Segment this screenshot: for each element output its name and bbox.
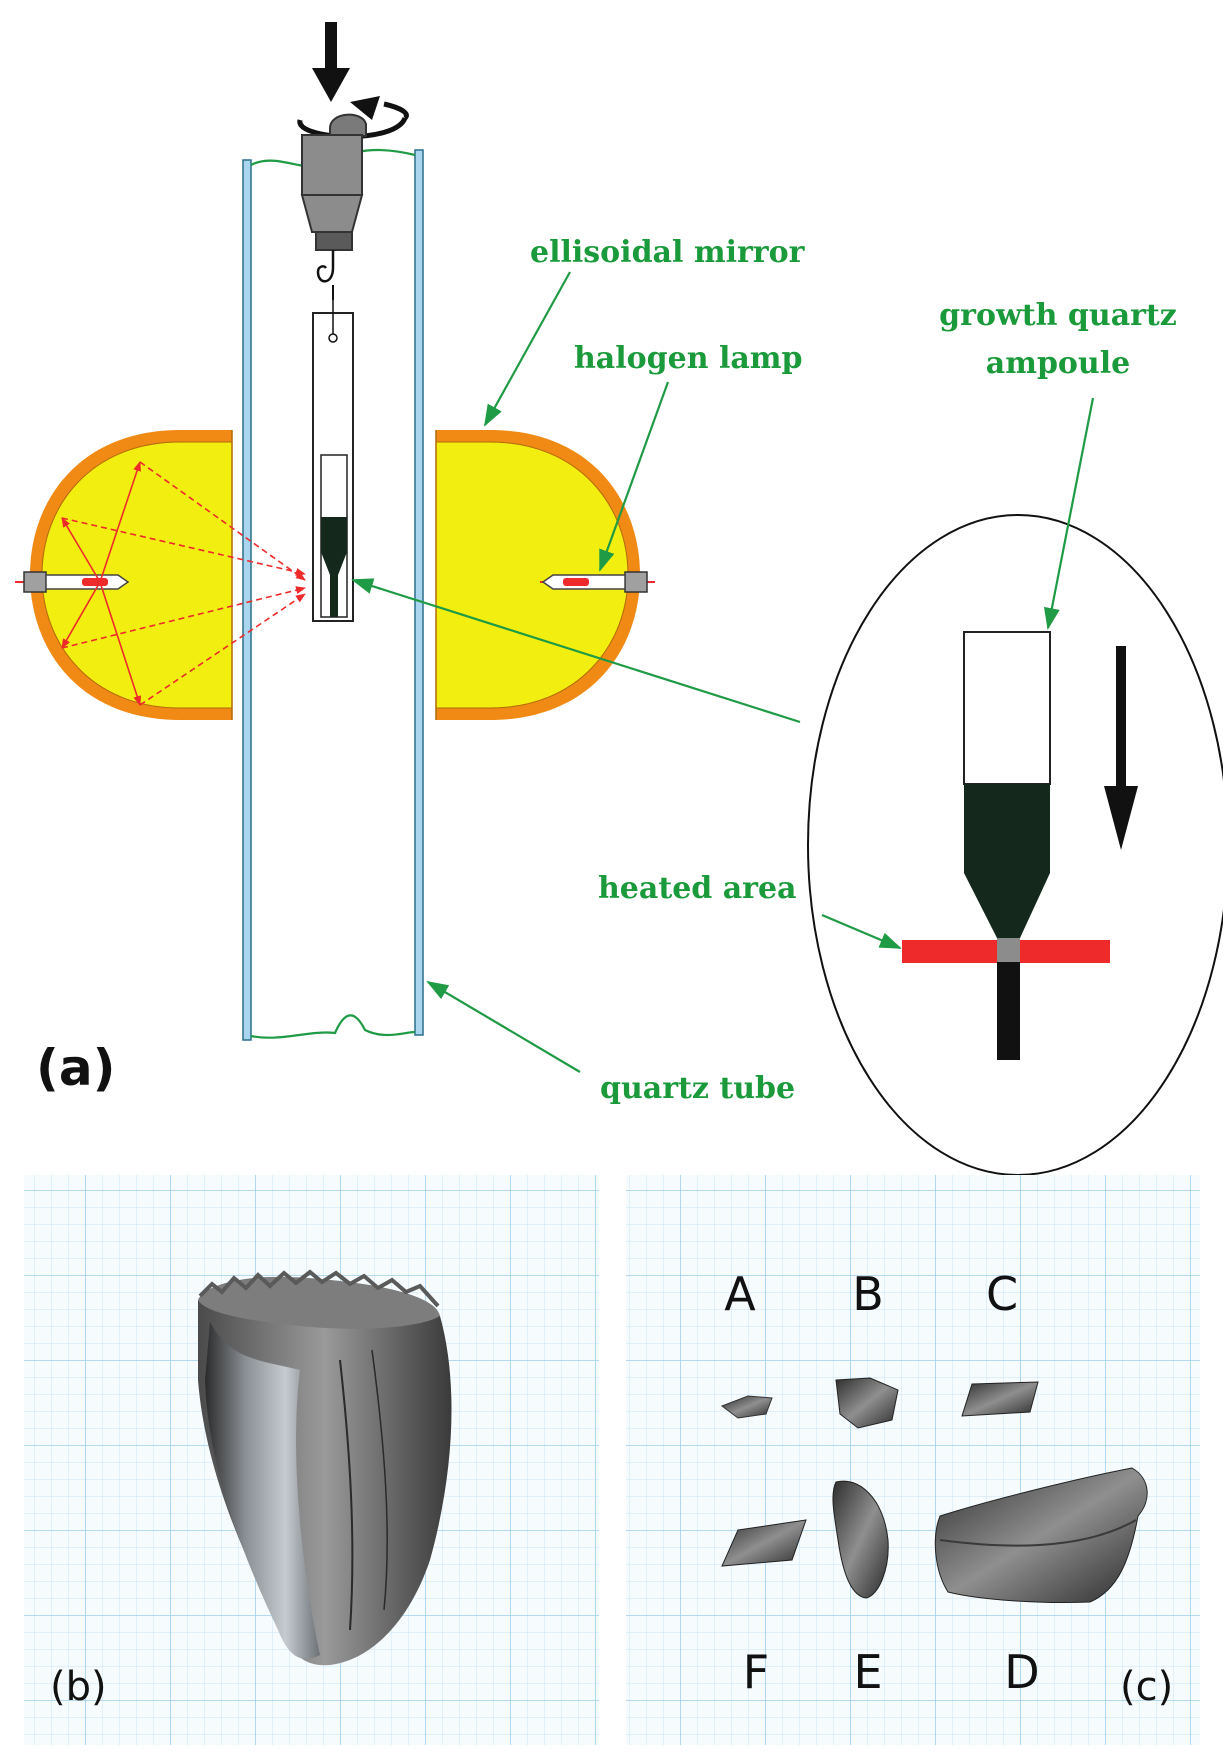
panel-a: ellisoidal mirror halogen lamp growth qu…: [15, 22, 1223, 1176]
right-ellipsoidal-mirror: [435, 430, 640, 720]
label-halogen-lamp: halogen lamp: [574, 341, 803, 376]
crystal-piece-a: [720, 1395, 773, 1419]
quartz-tube: [242, 148, 424, 1041]
light-rays: [61, 461, 306, 706]
panel-b: (b): [24, 1175, 599, 1745]
pointer-lines: [351, 271, 1095, 1073]
right-halogen-lamp: [540, 571, 655, 593]
seed-holder: [300, 113, 367, 251]
label-growth-ampoule-line1: growth quartz: [939, 298, 1177, 333]
panel-c: A B C F E D (c): [626, 1175, 1200, 1745]
zoom-inset: [807, 514, 1223, 1176]
crystal-piece-b: [835, 1377, 899, 1429]
panel-b-tag: (b): [50, 1664, 107, 1710]
letter-b: B: [852, 1267, 884, 1321]
grown-ingot: [198, 1269, 452, 1666]
panel-a-tag: (a): [36, 1039, 115, 1097]
growth-ampoule: [312, 300, 354, 622]
left-ellipsoidal-mirror: [30, 430, 233, 720]
down-arrow-icon: [312, 22, 350, 102]
label-ellipsoidal-mirror: ellisoidal mirror: [530, 235, 806, 270]
label-growth-ampoule-line2: ampoule: [986, 346, 1130, 381]
letter-f: F: [743, 1645, 769, 1699]
letter-e: E: [853, 1645, 882, 1699]
crystal-piece-d: [934, 1467, 1148, 1604]
pull-down-arrow-icon: [1104, 646, 1138, 850]
crystal-piece-c: [961, 1381, 1039, 1417]
label-heated-area: heated area: [598, 871, 796, 906]
panel-c-tag: (c): [1120, 1664, 1173, 1710]
letter-c: C: [986, 1267, 1018, 1321]
hook-icon: [316, 250, 335, 300]
label-quartz-tube: quartz tube: [600, 1071, 795, 1106]
letter-d: D: [1004, 1645, 1039, 1699]
letter-a: A: [724, 1267, 756, 1321]
crystal-piece-f: [721, 1519, 807, 1567]
crystal-piece-e: [832, 1480, 889, 1599]
left-halogen-lamp: [15, 571, 130, 593]
